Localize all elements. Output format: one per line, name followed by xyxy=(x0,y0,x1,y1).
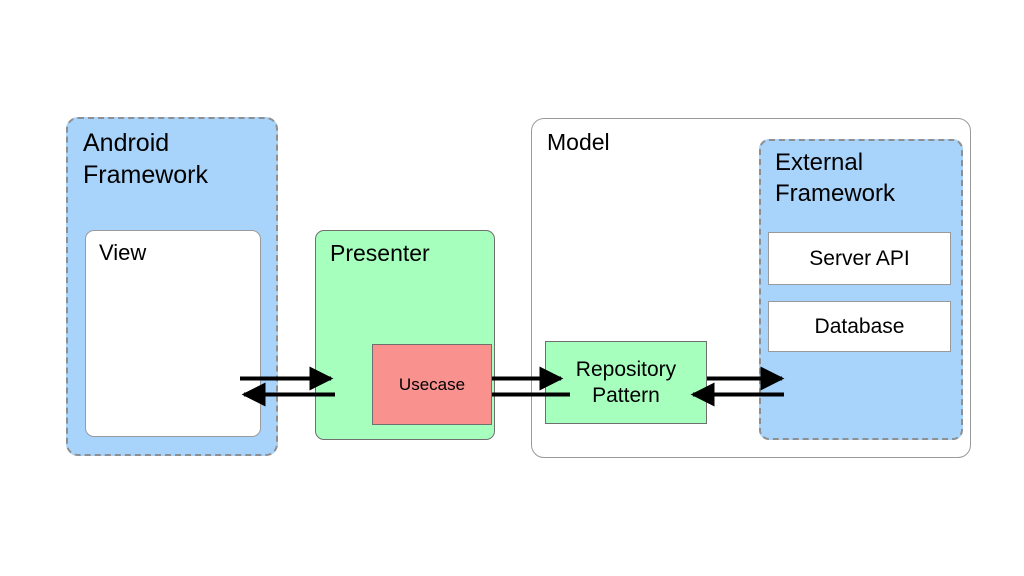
android-framework-label: Android Framework xyxy=(83,129,209,189)
model-label: Model xyxy=(547,129,610,155)
usecase-node: Usecase xyxy=(372,344,492,425)
repository-pattern-label: Repository Pattern xyxy=(575,357,677,407)
database-label: Database xyxy=(814,314,905,338)
repository-pattern-node: Repository Pattern xyxy=(545,341,707,424)
server-api-label: Server API xyxy=(809,246,910,270)
database-node: Database xyxy=(768,301,951,352)
view-label: View xyxy=(99,240,147,265)
external-framework-label: External Framework xyxy=(775,149,896,207)
server-api-node: Server API xyxy=(768,232,951,285)
view-node: View xyxy=(85,230,261,437)
usecase-label: Usecase xyxy=(398,374,466,394)
presenter-label: Presenter xyxy=(330,240,430,266)
external-framework-group: External Framework xyxy=(759,139,963,440)
